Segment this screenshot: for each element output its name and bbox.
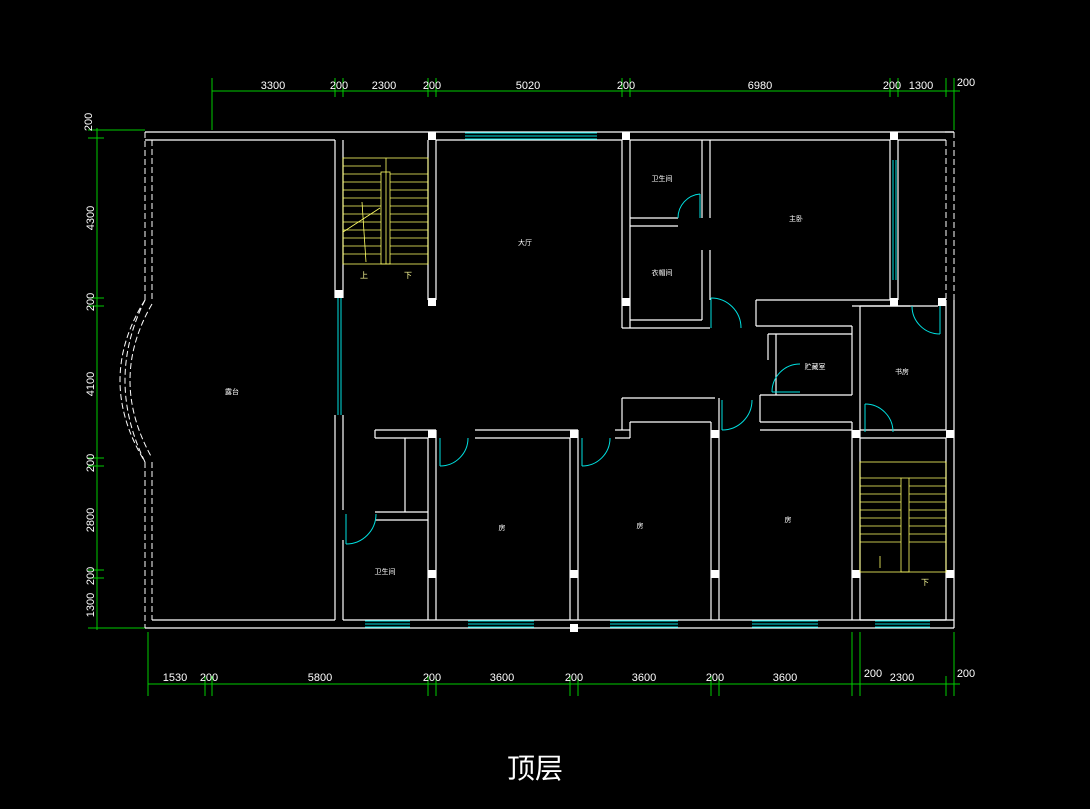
dimension-lines: [88, 78, 960, 696]
room-label-bedroom-3: 房: [785, 515, 792, 524]
dim-left-5: 200: [85, 454, 97, 472]
dim-bottom-1: 1530: [163, 672, 187, 684]
dim-top-9: 1300: [909, 80, 933, 92]
dim-bottom-8: 200: [706, 672, 724, 684]
dim-bottom-12: 200: [957, 668, 975, 680]
room-label-hall: 大厅: [518, 238, 532, 247]
dim-bottom-10: 200: [864, 668, 882, 680]
dimension-labels-top: 3300 200 2300 200 5020 200 6980 200 1300…: [261, 77, 975, 92]
dim-left-1: 200: [83, 113, 95, 131]
room-label-bedroom-1: 房: [499, 523, 506, 532]
drawing-title: 顶层: [507, 752, 563, 785]
dim-top-7: 6980: [748, 80, 772, 92]
stair-1: [342, 157, 429, 265]
dim-top-1: 3300: [261, 80, 285, 92]
structural-columns: [335, 132, 954, 632]
room-labels: 露台 大厅 卫生间 衣帽间 主卧 贮藏室 书房 房 房 房 卫生间: [225, 174, 909, 576]
dim-bottom-11: 2300: [890, 672, 914, 684]
windows: [337, 132, 930, 628]
dim-bottom-9: 3600: [773, 672, 797, 684]
dim-bottom-6: 200: [565, 672, 583, 684]
room-label-cloakroom: 衣帽间: [652, 268, 673, 277]
stair-down-label: 下: [404, 271, 412, 280]
dim-top-5: 5020: [516, 80, 540, 92]
room-label-study: 书房: [895, 367, 909, 376]
doors: [345, 193, 941, 545]
stair-down-label-right: 下: [921, 578, 929, 587]
room-label-bathroom: 卫生间: [375, 567, 396, 576]
stair-labels: 上 下 下: [360, 271, 929, 587]
room-label-master-bedroom: 主卧: [789, 214, 803, 223]
dim-top-2: 200: [330, 80, 348, 92]
dim-bottom-3: 5800: [308, 672, 332, 684]
dim-left-7: 200: [85, 567, 97, 585]
stair-2: [859, 461, 947, 573]
dim-top-10: 200: [957, 77, 975, 89]
dim-bottom-4: 200: [423, 672, 441, 684]
dim-left-4: 4100: [85, 372, 97, 396]
dim-bottom-5: 3600: [490, 672, 514, 684]
dimension-labels-bottom: 1530 200 5800 200 3600 200 3600 200 3600…: [163, 668, 975, 684]
dim-bottom-2: 200: [200, 672, 218, 684]
room-label-bedroom-2: 房: [637, 521, 644, 530]
room-label-terrace: 露台: [225, 387, 239, 396]
room-label-storage: 贮藏室: [805, 362, 826, 371]
dim-top-3: 2300: [372, 80, 396, 92]
dim-left-6: 2800: [85, 508, 97, 532]
dim-left-2: 4300: [85, 206, 97, 230]
dimension-labels-left: 200 4300 200 4100 200 2800 200 1300: [83, 113, 97, 617]
dim-bottom-7: 3600: [632, 672, 656, 684]
dim-left-3: 200: [85, 293, 97, 311]
dim-left-8: 1300: [85, 593, 97, 617]
stair-up-label: 上: [360, 271, 368, 280]
room-label-master-bath: 卫生间: [652, 174, 673, 183]
dim-top-6: 200: [617, 80, 635, 92]
dim-top-8: 200: [883, 80, 901, 92]
dim-top-4: 200: [423, 80, 441, 92]
